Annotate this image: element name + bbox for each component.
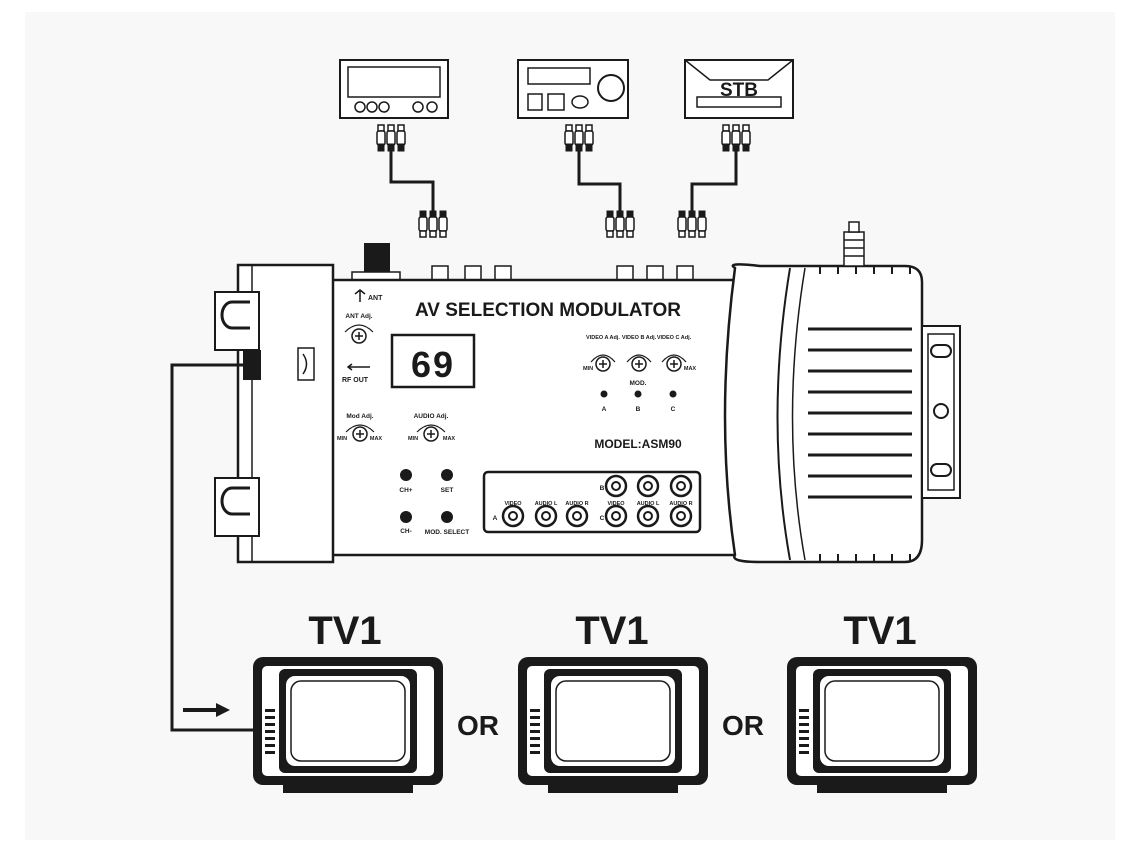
video-b-adj-knob[interactable] — [631, 356, 647, 372]
ch-down-button[interactable] — [400, 511, 412, 523]
video-adj-max-label: MAX — [684, 366, 697, 372]
rf-cable — [170, 363, 255, 732]
mod-adj-max-label: MAX — [370, 436, 383, 442]
signal-arrow-icon — [183, 703, 230, 717]
mod-led-label: MOD. — [630, 380, 647, 387]
video-c-adj-label: VIDEO C Adj. — [657, 335, 692, 341]
jack-label-audio-r-a: AUDIO R — [565, 501, 588, 507]
mod-select-button[interactable] — [441, 511, 453, 523]
dvd-player-device — [339, 59, 449, 119]
mod-led-b-label: B — [636, 406, 641, 413]
mod-led-a — [600, 390, 608, 398]
video-a-adj-knob[interactable] — [595, 356, 611, 372]
ch-up-label: CH+ — [399, 487, 412, 494]
set-button[interactable] — [441, 469, 453, 481]
mod-adj-min-label: MIN — [337, 436, 347, 442]
jack-audio-l-b[interactable] — [636, 474, 660, 498]
mod-led-a-label: A — [602, 406, 607, 413]
video-a-adj-label: VIDEO A Adj. — [586, 335, 620, 341]
jack-label-audio-l-bc: AUDIO L — [637, 501, 660, 507]
tv-3-label: TV1 — [843, 609, 916, 653]
jack-video-c[interactable] — [604, 504, 628, 528]
jack-label-video-a: VIDEO — [504, 501, 522, 507]
jack-audio-r-a[interactable] — [565, 504, 589, 528]
modulator-title: AV SELECTION MODULATOR — [415, 300, 681, 321]
vcr-device — [517, 59, 629, 119]
modulator-unit: AV SELECTION MODULATOR MODEL:ASM90 69 AN… — [214, 221, 961, 564]
ch-down-label: CH- — [400, 528, 412, 535]
ant-adj-label: ANT Adj. — [345, 313, 372, 320]
mod-led-c-label: C — [671, 406, 676, 413]
ant-label: ANT — [368, 295, 383, 302]
rf-out-arrow-icon — [346, 363, 370, 371]
tv-2-label: TV1 — [575, 609, 648, 653]
mod-led-c — [669, 390, 677, 398]
jack-audio-r-c[interactable] — [669, 504, 693, 528]
jack-group-c-label: C — [600, 515, 605, 522]
av-cable-dvd — [375, 123, 449, 239]
rf-out-label: RF OUT — [342, 377, 369, 384]
mod-adj-label: Mod Adj. — [346, 413, 373, 420]
jack-group-a-label: A — [493, 515, 498, 522]
set-label: SET — [441, 487, 454, 494]
jack-audio-l-c[interactable] — [636, 504, 660, 528]
mod-led-b — [634, 390, 642, 398]
video-adj-min-label: MIN — [583, 366, 593, 372]
tv-2 — [518, 657, 708, 793]
av-cable-stb — [676, 123, 752, 239]
channel-display: 69 — [411, 344, 455, 385]
mod-select-label: MOD. SELECT — [425, 529, 469, 536]
or-label-2: OR — [722, 710, 764, 741]
model-label: MODEL:ASM90 — [594, 437, 682, 451]
ch-up-button[interactable] — [400, 469, 412, 481]
audio-adj-max-label: MAX — [443, 436, 456, 442]
audio-adj-knob[interactable] — [423, 426, 439, 442]
jack-group-b-label: B — [600, 485, 605, 492]
or-label-1: OR — [457, 710, 499, 741]
mod-adj-knob[interactable] — [352, 426, 368, 442]
stb-label: STB — [720, 80, 758, 101]
av-cable-vcr — [563, 123, 636, 239]
set-top-box-device: STB — [684, 59, 794, 119]
jack-audio-r-b[interactable] — [669, 474, 693, 498]
ant-adj-knob[interactable] — [351, 328, 367, 344]
video-b-adj-label: VIDEO B Adj. — [622, 335, 657, 341]
tv-3 — [787, 657, 977, 793]
jack-label-video-bc: VIDEO — [607, 501, 625, 507]
antenna-icon — [354, 289, 366, 302]
video-c-adj-knob[interactable] — [666, 356, 682, 372]
tv-1-label: TV1 — [308, 609, 381, 653]
audio-adj-min-label: MIN — [408, 436, 418, 442]
audio-adj-label: AUDIO Adj. — [414, 413, 449, 420]
jack-video-b[interactable] — [604, 474, 628, 498]
tv-1 — [253, 657, 443, 793]
jack-label-audio-l-a: AUDIO L — [535, 501, 558, 507]
jack-label-audio-r-bc: AUDIO R — [669, 501, 692, 507]
jack-video-a[interactable] — [501, 504, 525, 528]
jack-audio-l-a[interactable] — [534, 504, 558, 528]
